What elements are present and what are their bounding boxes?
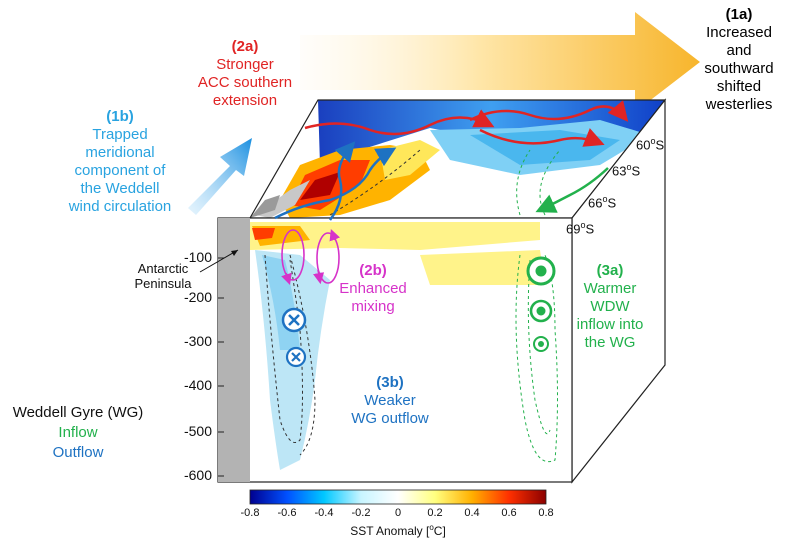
label-1a: (1a) Increased and southward shifted wes…: [688, 6, 790, 114]
lat-label-60: 60oS: [636, 136, 665, 153]
colorbar-tick-label: -0.6: [277, 507, 297, 519]
label-1b-id: (1b): [106, 108, 134, 125]
legend-outflow: Outflow: [52, 444, 104, 461]
colorbar-tick-label: -0.4: [314, 507, 334, 519]
meridional-wind-arrow: [188, 138, 252, 215]
antarctic-peninsula-landmass: [218, 218, 250, 482]
depth-axis-ticks: [218, 257, 224, 477]
antarctic-peninsula-label: Antarctic Peninsula: [134, 261, 192, 291]
inflow-symbol-3: [533, 336, 549, 352]
label-2a-id: (2a): [231, 38, 259, 55]
lat-label-69: 69oS: [566, 220, 595, 237]
inflow-symbol-1: [526, 256, 556, 286]
mixing-loop-2: [316, 232, 340, 284]
label-1a-id: (1a): [725, 6, 753, 23]
acc-arrow-3: [479, 128, 605, 147]
colorbar-tick-label: 0.4: [464, 507, 480, 519]
outflow-arrow-2: [274, 147, 397, 220]
legend: Weddell Gyre (WG) Inflow Outflow: [4, 404, 152, 462]
acc-arrow-2: [469, 100, 629, 122]
colorbar-label: SST Anomaly [oC]: [350, 523, 446, 538]
colorbar-tick-label: 0.6: [501, 507, 517, 519]
colorbar-tick-label: -0.2: [351, 507, 371, 519]
lat-label-66: 66oS: [588, 194, 617, 211]
label-1b: (1b) Trapped meridional component of the…: [50, 108, 190, 216]
depth-tick-label: -600: [183, 467, 212, 483]
label-2b-id: (2b): [359, 262, 387, 279]
outflow-symbol-1: [281, 307, 307, 333]
label-2a: (2a) Stronger ACC southern extension: [170, 38, 320, 110]
outflow-arrow-1: [328, 141, 356, 221]
depth-tick-label: -300: [183, 333, 212, 349]
lat-label-63: 63oS: [612, 162, 641, 179]
label-3b: (3b) Weaker WG outflow: [330, 374, 450, 428]
inflow-symbol-2: [529, 299, 553, 323]
colorbar: [249, 489, 547, 505]
peninsula-pointer: [199, 249, 239, 273]
label-2b: (2b) Enhanced mixing: [328, 262, 418, 316]
depth-tick-label: -100: [183, 249, 212, 265]
depth-tick-label: -400: [183, 377, 212, 393]
depth-section-front: [218, 218, 572, 482]
acc-arrow-1: [304, 109, 495, 136]
depth-tick-label: -500: [183, 423, 212, 439]
outflow-symbol-2: [285, 346, 307, 368]
westerlies-arrow: [300, 12, 700, 112]
mixing-loop-1: [281, 229, 305, 281]
colorbar-tick-label: 0: [394, 507, 402, 519]
label-3b-id: (3b): [376, 374, 404, 391]
colorbar-tick-label: 0.2: [427, 507, 443, 519]
colorbar-tick-label: -0.8: [240, 507, 260, 519]
depth-tick-label: -200: [183, 289, 212, 305]
colorbar-tick-label: 0.8: [538, 507, 554, 519]
inflow-arrow: [535, 167, 609, 213]
label-3a-id: (3a): [596, 262, 624, 279]
legend-title: Weddell Gyre (WG): [12, 404, 144, 421]
label-3a: (3a) Warmer WDW inflow into the WG: [560, 262, 660, 352]
legend-inflow: Inflow: [58, 424, 98, 441]
